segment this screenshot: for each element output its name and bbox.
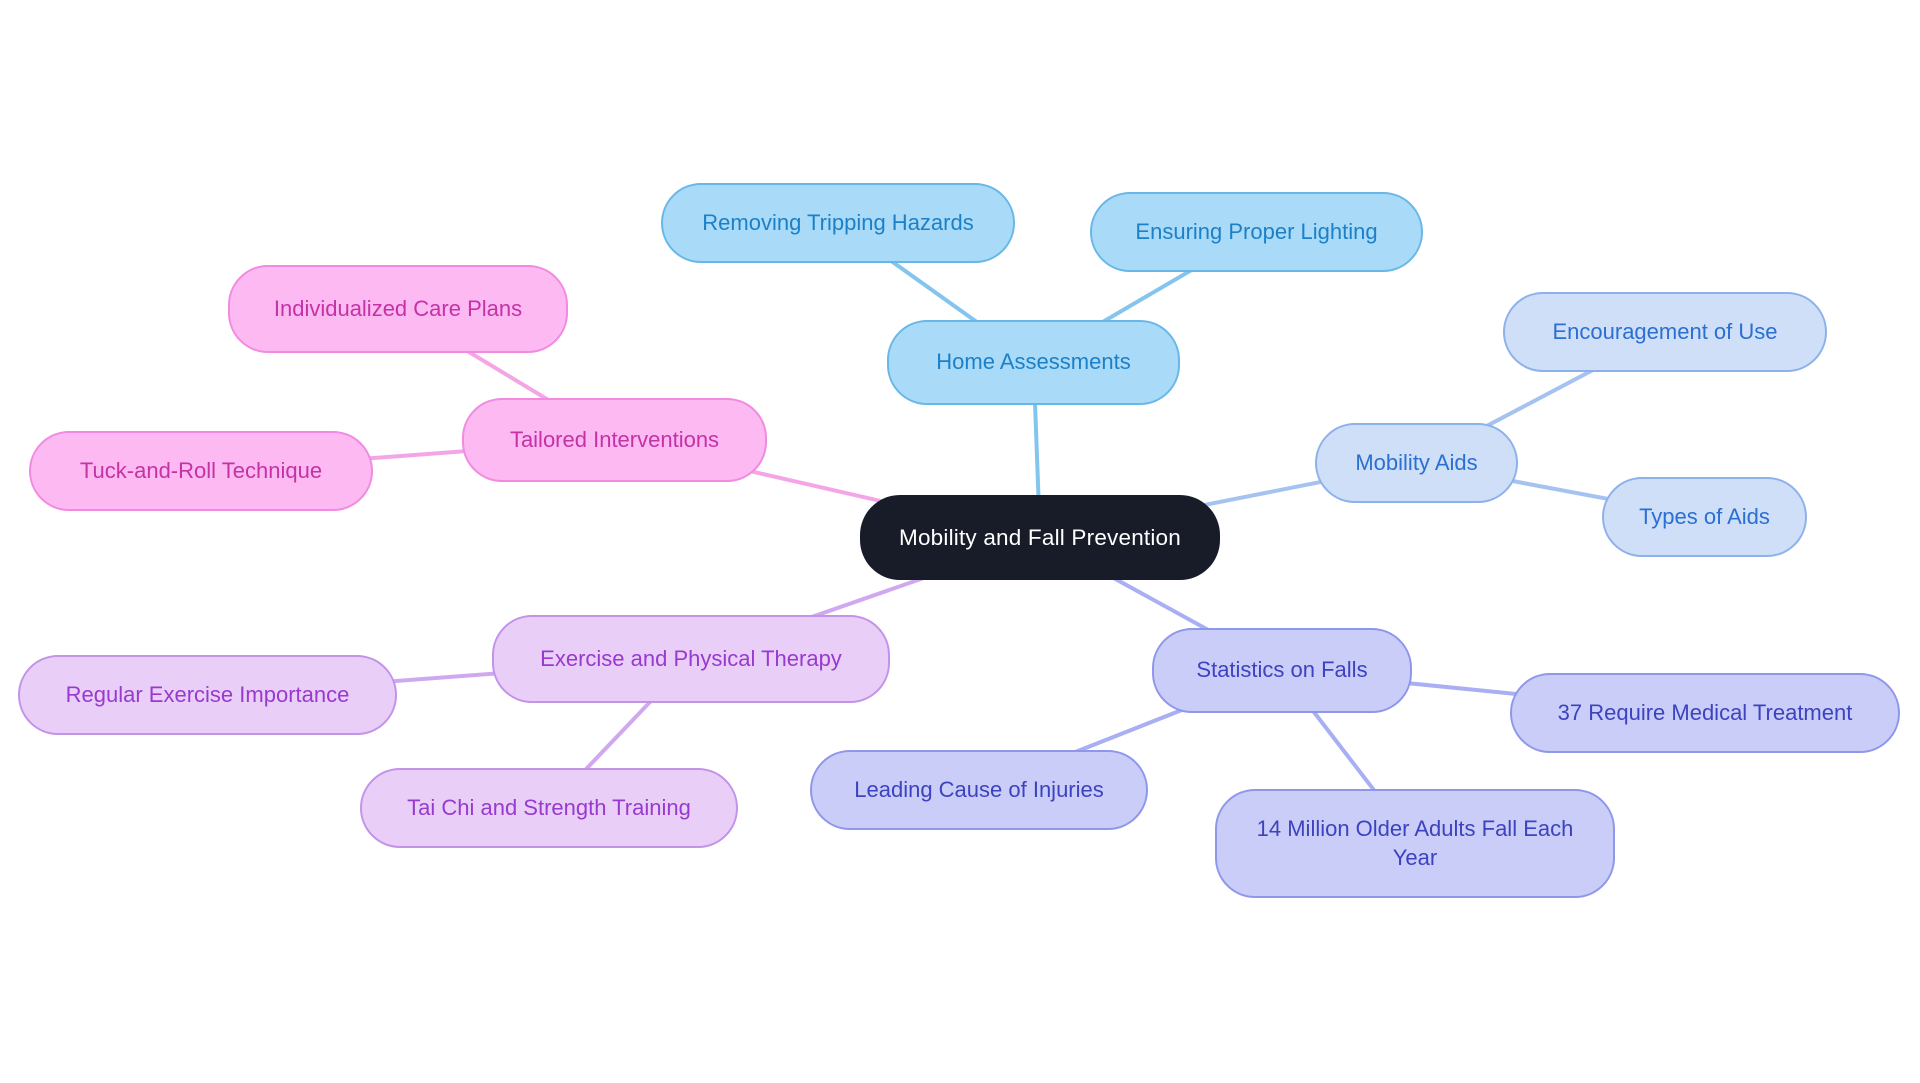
node-removing[interactable]: Removing Tripping Hazards (661, 183, 1015, 263)
node-types[interactable]: Types of Aids (1602, 477, 1807, 557)
node-label: Mobility and Fall Prevention (899, 524, 1181, 550)
node-label: Individualized Care Plans (273, 295, 523, 321)
node-tuck[interactable]: Tuck-and-Roll Technique (29, 431, 373, 511)
node-individualized[interactable]: Individualized Care Plans (228, 265, 568, 353)
node-label: Home Assessments (936, 349, 1131, 375)
node-label: 37 Require Medical Treatment (1557, 699, 1853, 725)
node-taichi[interactable]: Tai Chi and Strength Training (360, 768, 738, 848)
node-label: Ensuring Proper Lighting (1135, 218, 1378, 244)
node-label: Mobility Aids (1355, 449, 1478, 475)
node-label: Leading Cause of Injuries (854, 776, 1104, 802)
node-million[interactable]: 14 Million Older Adults Fall Each Year (1215, 789, 1615, 898)
node-statistics[interactable]: Statistics on Falls (1152, 628, 1412, 713)
node-label: Removing Tripping Hazards (702, 209, 974, 235)
node-label: Statistics on Falls (1196, 657, 1368, 683)
node-mobility[interactable]: Mobility Aids (1315, 423, 1518, 503)
node-label: Tuck-and-Roll Technique (79, 457, 323, 483)
node-treatment[interactable]: 37 Require Medical Treatment (1510, 673, 1900, 753)
node-label: Tai Chi and Strength Training (407, 794, 691, 820)
node-home[interactable]: Home Assessments (887, 320, 1180, 405)
node-label: Regular Exercise Importance (65, 681, 350, 707)
node-central[interactable]: Mobility and Fall Prevention (860, 495, 1220, 580)
node-encouragement[interactable]: Encouragement of Use (1503, 292, 1827, 372)
node-leading[interactable]: Leading Cause of Injuries (810, 750, 1148, 830)
node-ensuring[interactable]: Ensuring Proper Lighting (1090, 192, 1423, 272)
node-label: Types of Aids (1639, 503, 1770, 529)
node-regular[interactable]: Regular Exercise Importance (18, 655, 397, 735)
node-tailored[interactable]: Tailored Interventions (462, 398, 767, 482)
node-label: Tailored Interventions (509, 426, 720, 452)
node-label: 14 Million Older Adults Fall Each Year (1256, 815, 1574, 870)
node-exercise[interactable]: Exercise and Physical Therapy (492, 615, 890, 703)
node-label: Exercise and Physical Therapy (540, 645, 842, 671)
node-label: Encouragement of Use (1552, 318, 1778, 344)
